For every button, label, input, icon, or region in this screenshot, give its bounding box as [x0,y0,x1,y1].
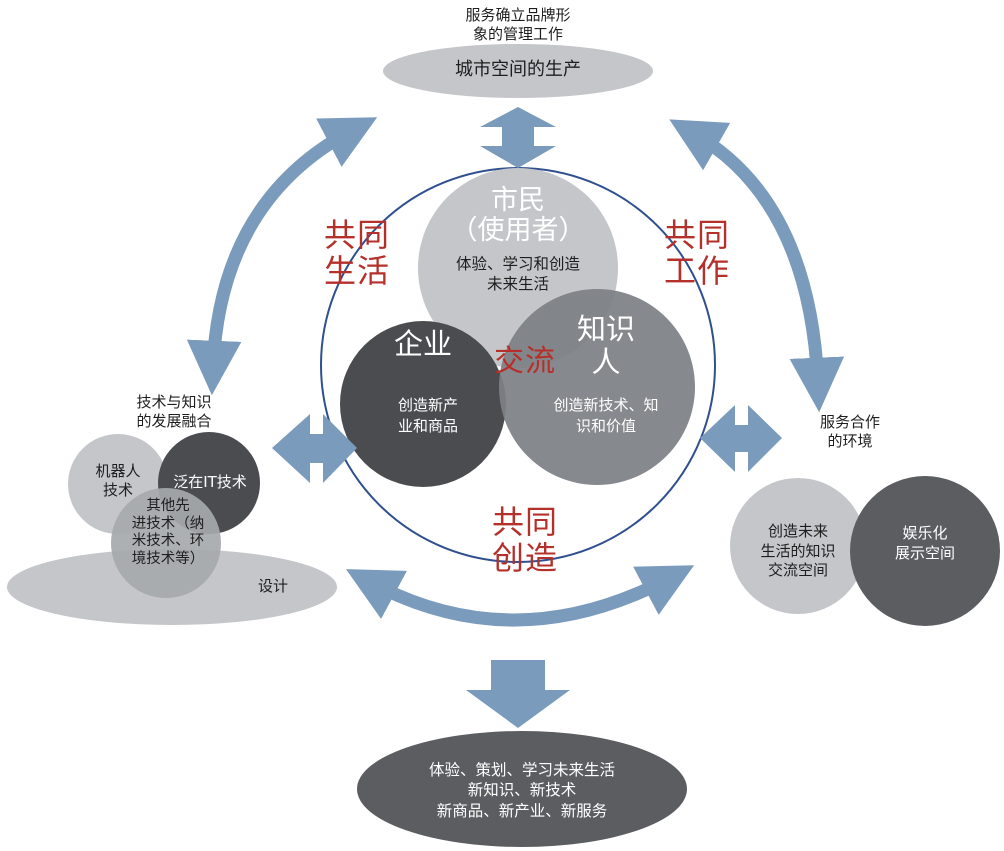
bottom-ellipse [357,731,687,847]
top-caption: 服务确立品牌形 象的管理工作 [465,6,571,43]
left-double-arrow [272,414,357,483]
exchange-label: 交流 [494,344,556,379]
entertainment-space-label: 娱乐化 展示空间 [894,524,955,562]
citizen-desc: 体验、学习和创造 未来生活 [455,255,580,294]
arc-bottom [345,565,695,627]
right-double-arrow [700,405,782,472]
top-ellipse [383,44,653,98]
other-tech-circle [111,488,221,598]
knowledge-desc: 创造新技术、知 识和价值 [553,396,659,435]
top-double-arrow [480,107,556,168]
arc-top-left [186,117,378,396]
knowledge-title: 知识 人 [576,312,635,380]
left-caption: 技术与知识 的发展融合 [136,393,212,430]
create-together-label: 共同 创造 [491,503,558,577]
bottom-down-arrow [466,660,570,728]
design-label: 设计 [257,577,288,595]
work-together-label: 共同 工作 [663,216,730,290]
citizen-title: 市民 （使用者） [450,185,586,247]
enterprise-title: 企业 [393,327,452,361]
right-caption: 服务合作 的环境 [819,413,880,450]
live-together-label: 共同 生活 [323,216,390,290]
entertainment-space-circle [850,476,1000,626]
arc-top-right [669,119,845,413]
exchange-space-circle [730,478,866,614]
ubiquitous-it-label: 泛在IT技术 [173,473,247,491]
other-tech-label: 其他先 进技术（纳 米技术、环 境技术等） [131,498,205,568]
bottom-ellipse-text: 体验、策划、学习未来生活 新知识、新技术 新商品、新产业、新服务 [428,761,615,820]
top-ellipse-label: 城市空间的生产 [455,59,581,80]
exchange-space-label: 创造未来 生活的知识 交流空间 [760,522,836,579]
enterprise-desc: 创造新产 业和商品 [397,396,458,435]
knowledge-circle [499,289,695,485]
enterprise-circle [340,321,506,487]
robot-tech-label: 机器人 技术 [95,462,141,499]
